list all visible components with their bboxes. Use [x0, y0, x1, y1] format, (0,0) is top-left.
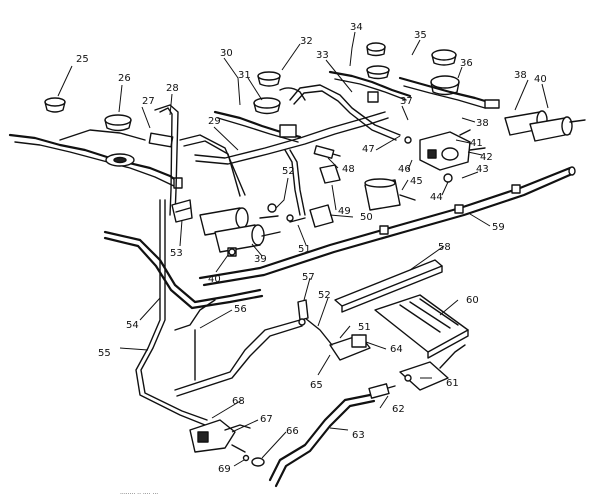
- label-45: 45: [410, 176, 423, 187]
- label-29: 29: [208, 116, 221, 127]
- callout-labels: 25 26 27 28 29 30 31 32 33 34 35 36 37 3…: [76, 22, 547, 496]
- label-27: 27: [142, 96, 155, 107]
- label-44: 44: [430, 192, 443, 203]
- label-49: 49: [338, 206, 351, 217]
- label-40a: 40: [208, 274, 221, 285]
- label-63: 63: [352, 430, 365, 441]
- burner-tubes: [154, 84, 401, 216]
- label-40b: 40: [534, 74, 547, 85]
- burner-base-right: [328, 70, 500, 109]
- valve-45: [364, 178, 416, 211]
- label-30: 30: [220, 48, 233, 59]
- valve-pair-left: [199, 207, 281, 257]
- label-33: 33: [316, 50, 329, 61]
- label-39: 39: [254, 254, 267, 265]
- burner-cap-34: [366, 42, 386, 57]
- gas-tube-56: [174, 299, 303, 397]
- label-65: 65: [310, 380, 323, 391]
- label-68: 68: [232, 396, 245, 407]
- label-37: 37: [400, 96, 413, 107]
- label-26: 26: [118, 73, 131, 84]
- label-38a: 38: [476, 118, 489, 129]
- label-36: 36: [460, 58, 473, 69]
- regulator-68: [189, 419, 251, 453]
- label-56: 56: [234, 304, 247, 315]
- burner-base-center: [213, 87, 306, 143]
- burner-head-26: [104, 114, 132, 132]
- label-28: 28: [166, 83, 179, 94]
- label-55: 55: [98, 348, 111, 359]
- label-67: 67: [260, 414, 273, 425]
- bracket-53: [171, 199, 193, 223]
- fitting-66-69: [231, 444, 265, 467]
- regulator-42: [419, 131, 486, 171]
- label-42: 42: [480, 152, 493, 163]
- pilot-assembly-61: [399, 344, 466, 391]
- gas-line-63: [268, 393, 376, 488]
- label-35: 35: [414, 30, 427, 41]
- valve-64-65: [304, 317, 371, 361]
- valve-pair-right: [504, 110, 586, 142]
- label-53: 53: [170, 248, 183, 259]
- label-61: 61: [446, 378, 459, 389]
- footer-text: ........ .. .... ...: [120, 489, 158, 496]
- manifold-59: [198, 166, 576, 287]
- label-31: 31: [238, 70, 251, 81]
- burner-head-35: [431, 49, 457, 66]
- fitting-57: [297, 299, 309, 326]
- burner-cap-rear-right: [366, 65, 390, 80]
- label-47: 47: [362, 144, 375, 155]
- gas-tube-54: [103, 230, 264, 310]
- label-51a: 51: [298, 244, 311, 255]
- bake-burner-60: [374, 294, 469, 359]
- label-52b: 52: [318, 290, 331, 301]
- fitting-62: [368, 383, 396, 399]
- burner-cap-32: [257, 71, 281, 87]
- label-43: 43: [476, 164, 489, 175]
- broiler-burner-58: [334, 259, 443, 313]
- label-48: 48: [342, 164, 355, 175]
- label-51b: 51: [358, 322, 371, 333]
- label-54: 54: [126, 320, 139, 331]
- label-58: 58: [438, 242, 451, 253]
- burner-base-left: [8, 129, 183, 189]
- label-32: 32: [300, 36, 313, 47]
- fitting-48: [313, 145, 341, 159]
- label-46: 46: [398, 164, 411, 175]
- label-57: 57: [302, 272, 315, 283]
- burner-head-36: [430, 75, 460, 96]
- label-41: 41: [470, 138, 483, 149]
- label-50: 50: [360, 212, 373, 223]
- gas-tube-55: [135, 199, 208, 426]
- label-52a: 52: [282, 166, 295, 177]
- label-59: 59: [492, 222, 505, 233]
- label-62: 62: [392, 404, 405, 415]
- label-69: 69: [218, 464, 231, 475]
- label-25: 25: [76, 54, 89, 65]
- label-66: 66: [286, 426, 299, 437]
- label-34: 34: [350, 22, 363, 33]
- label-64: 64: [390, 344, 403, 355]
- burner-cap-25: [44, 97, 66, 113]
- label-38b: 38: [514, 70, 527, 81]
- fitting-49-50: [289, 164, 341, 228]
- burner-head-31: [253, 97, 281, 115]
- leader-lines: [57, 31, 549, 467]
- label-60: 60: [466, 295, 479, 306]
